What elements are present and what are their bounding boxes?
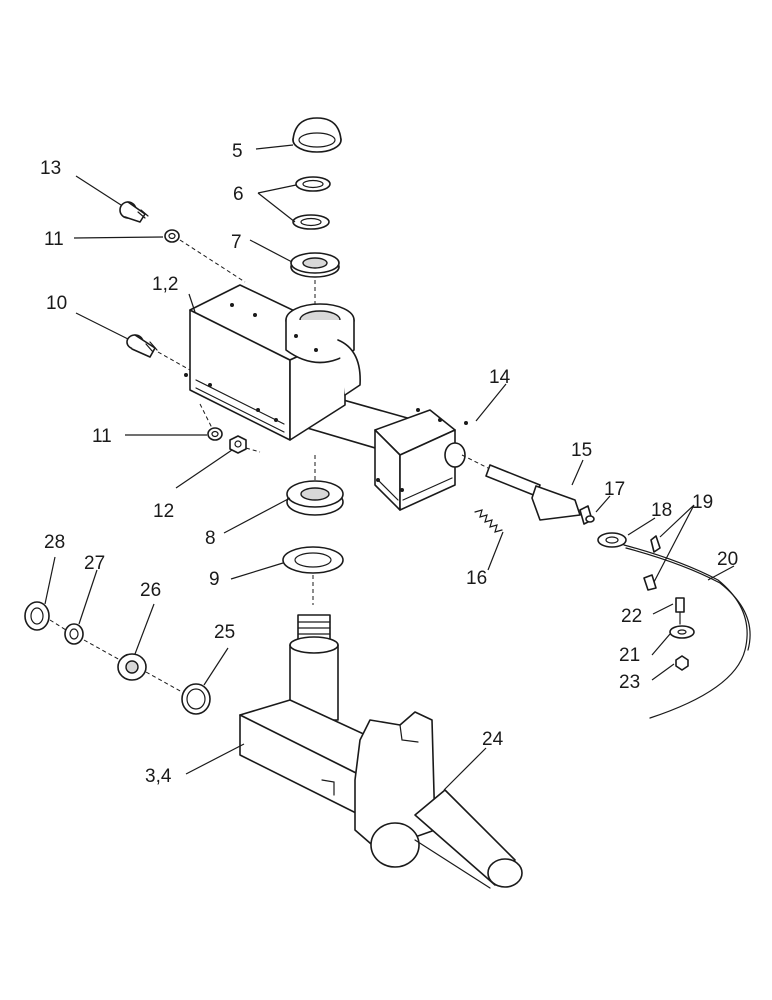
part-27-cone: [64, 623, 84, 645]
callout-11-upper: 11: [44, 229, 64, 250]
part-16-spring: [474, 509, 503, 533]
callout-7: 7: [231, 232, 242, 253]
part-25-ring: [181, 683, 211, 715]
axis-line-bolt10: [157, 351, 191, 371]
part-26-bearing: [117, 653, 147, 681]
callout-10: 10: [46, 293, 67, 314]
part-8-lower-bearing: [286, 480, 344, 516]
callout-15: 15: [571, 440, 592, 461]
callout-16: 16: [466, 568, 487, 589]
part-9-seal: [282, 546, 344, 574]
part-5-dust-cap: [292, 117, 342, 153]
part-7-upper-bearing: [290, 252, 340, 278]
callout-19: 19: [692, 492, 713, 513]
part-11-washer-lower: [207, 427, 223, 441]
axis-line-washer: [199, 403, 213, 429]
callout-24: 24: [482, 729, 504, 750]
part-22-bolt: [675, 597, 685, 625]
callout-25: 25: [214, 622, 235, 643]
callout-23: 23: [619, 672, 640, 693]
callout-22: 22: [621, 606, 642, 627]
part-21-washer: [669, 625, 695, 639]
axis-line-28-27: [49, 619, 67, 631]
callout-27: 27: [84, 553, 105, 574]
callout-20: 20: [717, 549, 738, 570]
axis-line-27-26: [83, 639, 121, 661]
callout-17: 17: [604, 479, 625, 500]
part-28-seal: [24, 601, 50, 631]
part-1-2-axle-beam: [184, 284, 468, 511]
part-20-cable: [623, 544, 751, 719]
callout-1-2: 1,2: [152, 274, 178, 295]
callout-11-lower: 11: [92, 426, 112, 447]
part-18-cable-eye: [597, 532, 627, 548]
callout-26: 26: [140, 580, 161, 601]
part-13-bolt: [119, 201, 149, 223]
callout-5: 5: [232, 141, 243, 162]
part-15-tie-rod-pin: [485, 464, 581, 521]
callout-3-4: 3,4: [145, 766, 172, 787]
axis-line-pin: [461, 454, 489, 469]
axis-line-26-25: [145, 671, 183, 693]
callout-8: 8: [205, 528, 216, 549]
callout-21: 21: [619, 645, 640, 666]
part-3-4-steering-knuckle: [239, 614, 436, 868]
callout-28: 28: [44, 532, 65, 553]
callout-6: 6: [233, 184, 244, 205]
callout-12: 12: [153, 501, 174, 522]
part-23-nut: [675, 655, 689, 671]
part-11-washer-upper: [164, 229, 180, 243]
callout-14: 14: [489, 367, 511, 388]
axis-line-bolt13: [179, 239, 246, 283]
callout-9: 9: [209, 569, 220, 590]
part-24-spindle: [414, 789, 523, 889]
leader-lines: [44, 144, 735, 791]
axis-line-nut: [245, 447, 261, 453]
callout-labels: 5 6 7 1,2 13 11 10 11 12 14 15 17 18 19 …: [40, 141, 738, 787]
callout-18: 18: [651, 500, 672, 521]
part-6-shims: [292, 176, 331, 230]
part-10-bolt: [126, 334, 158, 358]
callout-13: 13: [40, 158, 61, 179]
part-19-clamps: [643, 535, 661, 591]
part-17-clip: [579, 505, 595, 525]
part-12-nut: [229, 435, 247, 454]
